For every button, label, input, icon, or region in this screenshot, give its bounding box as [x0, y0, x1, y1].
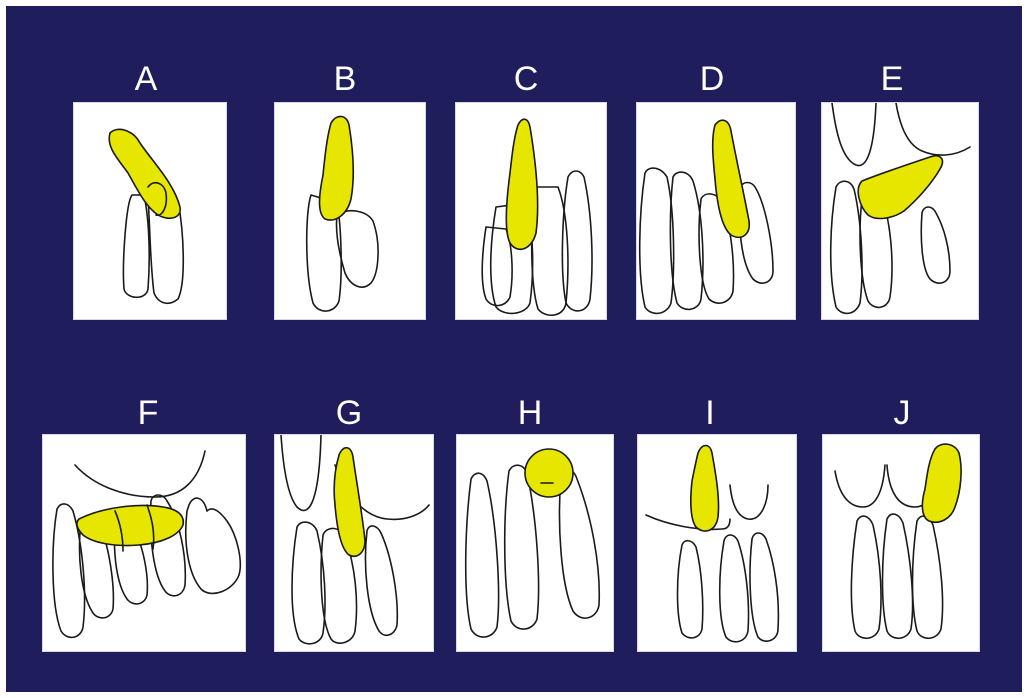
gum-line: [832, 103, 876, 166]
incisor-outline: [913, 516, 943, 638]
incisor-outline: [831, 181, 862, 313]
panel-d: [636, 102, 796, 320]
gum-line: [896, 103, 970, 155]
panel-b-label: B: [315, 62, 375, 96]
incisor-outline: [123, 195, 149, 297]
impacted-canine: [109, 129, 180, 218]
panel-h-label: H: [500, 396, 560, 430]
incisor-outline: [466, 473, 499, 637]
panel-c-drawing: [456, 103, 606, 319]
panel-f-drawing: [43, 435, 245, 651]
panel-i-drawing: [638, 435, 796, 651]
impacted-canine: [320, 116, 354, 220]
incisor-outline: [336, 211, 378, 287]
incisor-outline: [851, 516, 881, 638]
panel-g-drawing: [275, 435, 433, 651]
panel-e-label: E: [862, 62, 922, 96]
impacted-canine: [858, 156, 942, 219]
impacted-canine: [506, 119, 537, 249]
incisor-outline: [186, 498, 240, 593]
panel-a: [73, 102, 227, 320]
panel-j-label: J: [872, 396, 932, 430]
incisor-outline: [560, 469, 600, 618]
gum-line: [75, 451, 205, 497]
gum-line: [835, 465, 885, 507]
incisor-outline: [366, 526, 398, 635]
panel-g: [274, 434, 434, 652]
incisor-outline: [921, 207, 950, 283]
incisor-outline: [720, 535, 749, 642]
panel-h-drawing: [457, 435, 613, 651]
panel-g-label: G: [319, 396, 379, 430]
panel-d-drawing: [637, 103, 795, 319]
panel-j: [822, 434, 980, 652]
gum-line: [281, 435, 321, 510]
panel-c: [455, 102, 607, 320]
impacted-canine: [525, 449, 573, 497]
panel-a-label: A: [116, 62, 176, 96]
figure-background: A B C D: [6, 6, 1022, 692]
incisor-outline: [640, 168, 674, 313]
panel-b: [274, 102, 426, 320]
panel-c-label: C: [496, 62, 556, 96]
panel-d-label: D: [682, 62, 742, 96]
panel-a-drawing: [74, 103, 226, 319]
impacted-canine: [713, 120, 750, 237]
panel-i-label: I: [680, 396, 740, 430]
panel-b-drawing: [275, 103, 425, 319]
incisor-outline: [750, 533, 778, 641]
panel-j-drawing: [823, 435, 979, 651]
gum-line: [730, 485, 768, 519]
panel-h: [456, 434, 614, 652]
impacted-canine: [922, 444, 961, 522]
incisor-outline: [670, 172, 703, 309]
panel-e: [821, 102, 979, 320]
panel-i: [637, 434, 797, 652]
panel-f: [42, 434, 246, 652]
panel-e-drawing: [822, 103, 978, 319]
incisor-outline: [292, 522, 325, 644]
panel-f-label: F: [118, 396, 178, 430]
incisor-outline: [678, 541, 703, 638]
incisor-outline: [883, 514, 913, 638]
impacted-canine: [334, 448, 365, 557]
impacted-canine: [77, 506, 183, 546]
impacted-canine: [691, 446, 719, 532]
